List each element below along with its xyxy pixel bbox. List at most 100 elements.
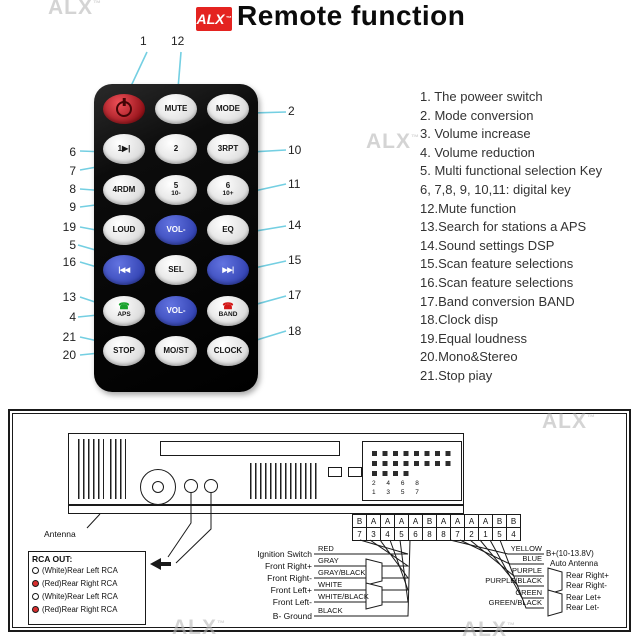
wiring-diagram-panel: 2 4 6 8 1 3 5 7 B A A A A B A A A A B B … — [8, 409, 631, 632]
band-button[interactable]: ☎BAND — [207, 295, 249, 326]
function-item: 21.Stop piay — [420, 367, 493, 383]
loud-button[interactable]: LOUD — [103, 214, 145, 245]
callout-13: 13 — [62, 290, 76, 304]
key-6-label: 6 — [225, 180, 231, 190]
wire-label-ignition: Ignition Switch — [257, 549, 312, 559]
rca-item-label: (Red)Rear Right RCA — [42, 579, 118, 588]
sel-label: SEL — [168, 265, 184, 275]
stop-button[interactable]: STOP — [103, 335, 145, 366]
alx-watermark: ALX™ — [366, 130, 420, 153]
connector-cell: 7 — [451, 528, 465, 541]
key-2-button[interactable]: 2 — [155, 134, 197, 165]
pin-numbers-top: 2 4 6 8 — [372, 480, 424, 487]
callout-5: 5 — [69, 238, 76, 252]
connector-cell: B — [493, 515, 507, 528]
callout-16: 16 — [62, 255, 76, 269]
callout-21: 21 — [62, 330, 76, 344]
callout-1: 1 — [140, 34, 147, 48]
alx-watermark: ALX™ — [172, 616, 226, 639]
mute-button[interactable]: MUTE — [155, 94, 197, 124]
mute-label: MUTE — [164, 104, 188, 113]
previous-track-button[interactable]: |◀◀ — [103, 255, 145, 286]
speaker-connector — [365, 558, 563, 617]
function-list: 1. The poweer switch 2. Mode conversion … — [420, 88, 602, 386]
white-plug-icon — [32, 567, 39, 574]
panel-inner-border — [12, 413, 627, 628]
next-track-button[interactable]: ▶▶| — [207, 255, 249, 286]
wire-label-rear-left-minus: Rear Let- — [566, 603, 600, 612]
mo-st-button[interactable]: MO/ST — [155, 335, 197, 366]
vol-down-button-2[interactable]: VOL- — [155, 295, 197, 326]
wire-label-rear-left-plus: Rear Let+ — [566, 593, 602, 602]
vol-down-button[interactable]: VOL- — [155, 214, 197, 245]
aps-button[interactable]: ☎APS — [103, 295, 145, 326]
wire-label-auto-antenna: Auto Antenna — [550, 559, 599, 568]
wire-color-blue: BLUE — [522, 554, 542, 563]
connector-cell: A — [451, 515, 465, 528]
clock-button[interactable]: CLOCK — [207, 335, 249, 366]
connector-cell: A — [395, 515, 409, 528]
callout-10: 10 — [288, 143, 302, 157]
callout-8: 8 — [69, 182, 76, 196]
callout-14: 14 — [288, 218, 302, 232]
wire-label-battery: B+(10-13.8V) — [546, 549, 594, 558]
remote-row-5: |◀◀ SEL ▶▶| — [103, 253, 249, 287]
next-track-icon: ▶▶| — [222, 266, 234, 274]
connector-cell: 1 — [479, 528, 493, 541]
connector-cell: 8 — [423, 528, 437, 541]
callout-4: 4 — [69, 310, 76, 324]
wire-color-purple: PURPLE — [511, 566, 542, 575]
volume-knob-center — [152, 481, 164, 493]
function-item: 13.Search for stations a APS — [420, 219, 587, 235]
vol-down-label: VOL- — [166, 224, 186, 234]
wire-color-gray-black: GRAY/BLACK — [318, 568, 366, 577]
function-item: 20.Mono&Stereo — [420, 349, 518, 365]
trademark-symbol: ™ — [225, 16, 232, 22]
connector-cell: A — [465, 515, 479, 528]
white-plug-icon — [32, 593, 39, 600]
sel-button[interactable]: SEL — [155, 255, 197, 286]
wiring-lines — [86, 493, 563, 617]
power-button[interactable] — [103, 94, 145, 124]
function-item: 4. Volume reduction — [420, 144, 535, 160]
key-1-button[interactable]: 1▶| — [103, 134, 145, 165]
function-item: 5. Multi functional selection Key — [420, 163, 603, 179]
rca-item: (White)Rear Left RCA — [32, 564, 142, 577]
connector-cell: A — [367, 515, 381, 528]
wire-label-front-left-minus: Front Left- — [272, 597, 312, 607]
key-4-rdm-button[interactable]: 4RDM — [103, 174, 145, 205]
connector-cell: 5 — [395, 528, 409, 541]
mode-button[interactable]: MODE — [207, 94, 249, 124]
callout-17: 17 — [288, 288, 302, 302]
wire-label-rear-right-minus: Rear Right- — [566, 581, 607, 590]
callout-19: 19 — [62, 220, 76, 234]
rca-jack — [184, 479, 198, 493]
key-3-rpt-button[interactable]: 3RPT — [207, 134, 249, 165]
function-item: 16.Scan feature selections — [420, 274, 574, 290]
function-item: 1. The poweer switch — [420, 89, 543, 104]
key-6-sub-label: 10+ — [222, 189, 234, 197]
function-item: 19.Equal loudness — [420, 330, 527, 346]
vent-slots — [250, 463, 320, 499]
left-arrow-icon — [150, 558, 161, 570]
eq-button[interactable]: EQ — [207, 214, 249, 245]
rca-out-box: RCA OUT: (White)Rear Left RCA (Red)Rear … — [28, 551, 146, 625]
wire-label-front-right-plus: Front Right+ — [264, 561, 312, 571]
connector-cell: 4 — [507, 528, 521, 541]
function-item: 14.Sound settings DSP — [420, 237, 555, 253]
rca-item: (White)Rear Left RCA — [32, 590, 142, 603]
rca-out-title: RCA OUT: — [32, 554, 73, 564]
eq-label: EQ — [222, 224, 234, 234]
stop-label: STOP — [113, 345, 135, 355]
mode-label: MODE — [216, 104, 240, 113]
alx-watermark: ALX™ — [48, 0, 102, 19]
connector-cell: 4 — [381, 528, 395, 541]
connector-cell: A — [479, 515, 493, 528]
connector-cell: B — [353, 515, 367, 528]
function-item: 2. Mode conversion — [420, 107, 534, 123]
aps-label: APS — [117, 311, 131, 319]
